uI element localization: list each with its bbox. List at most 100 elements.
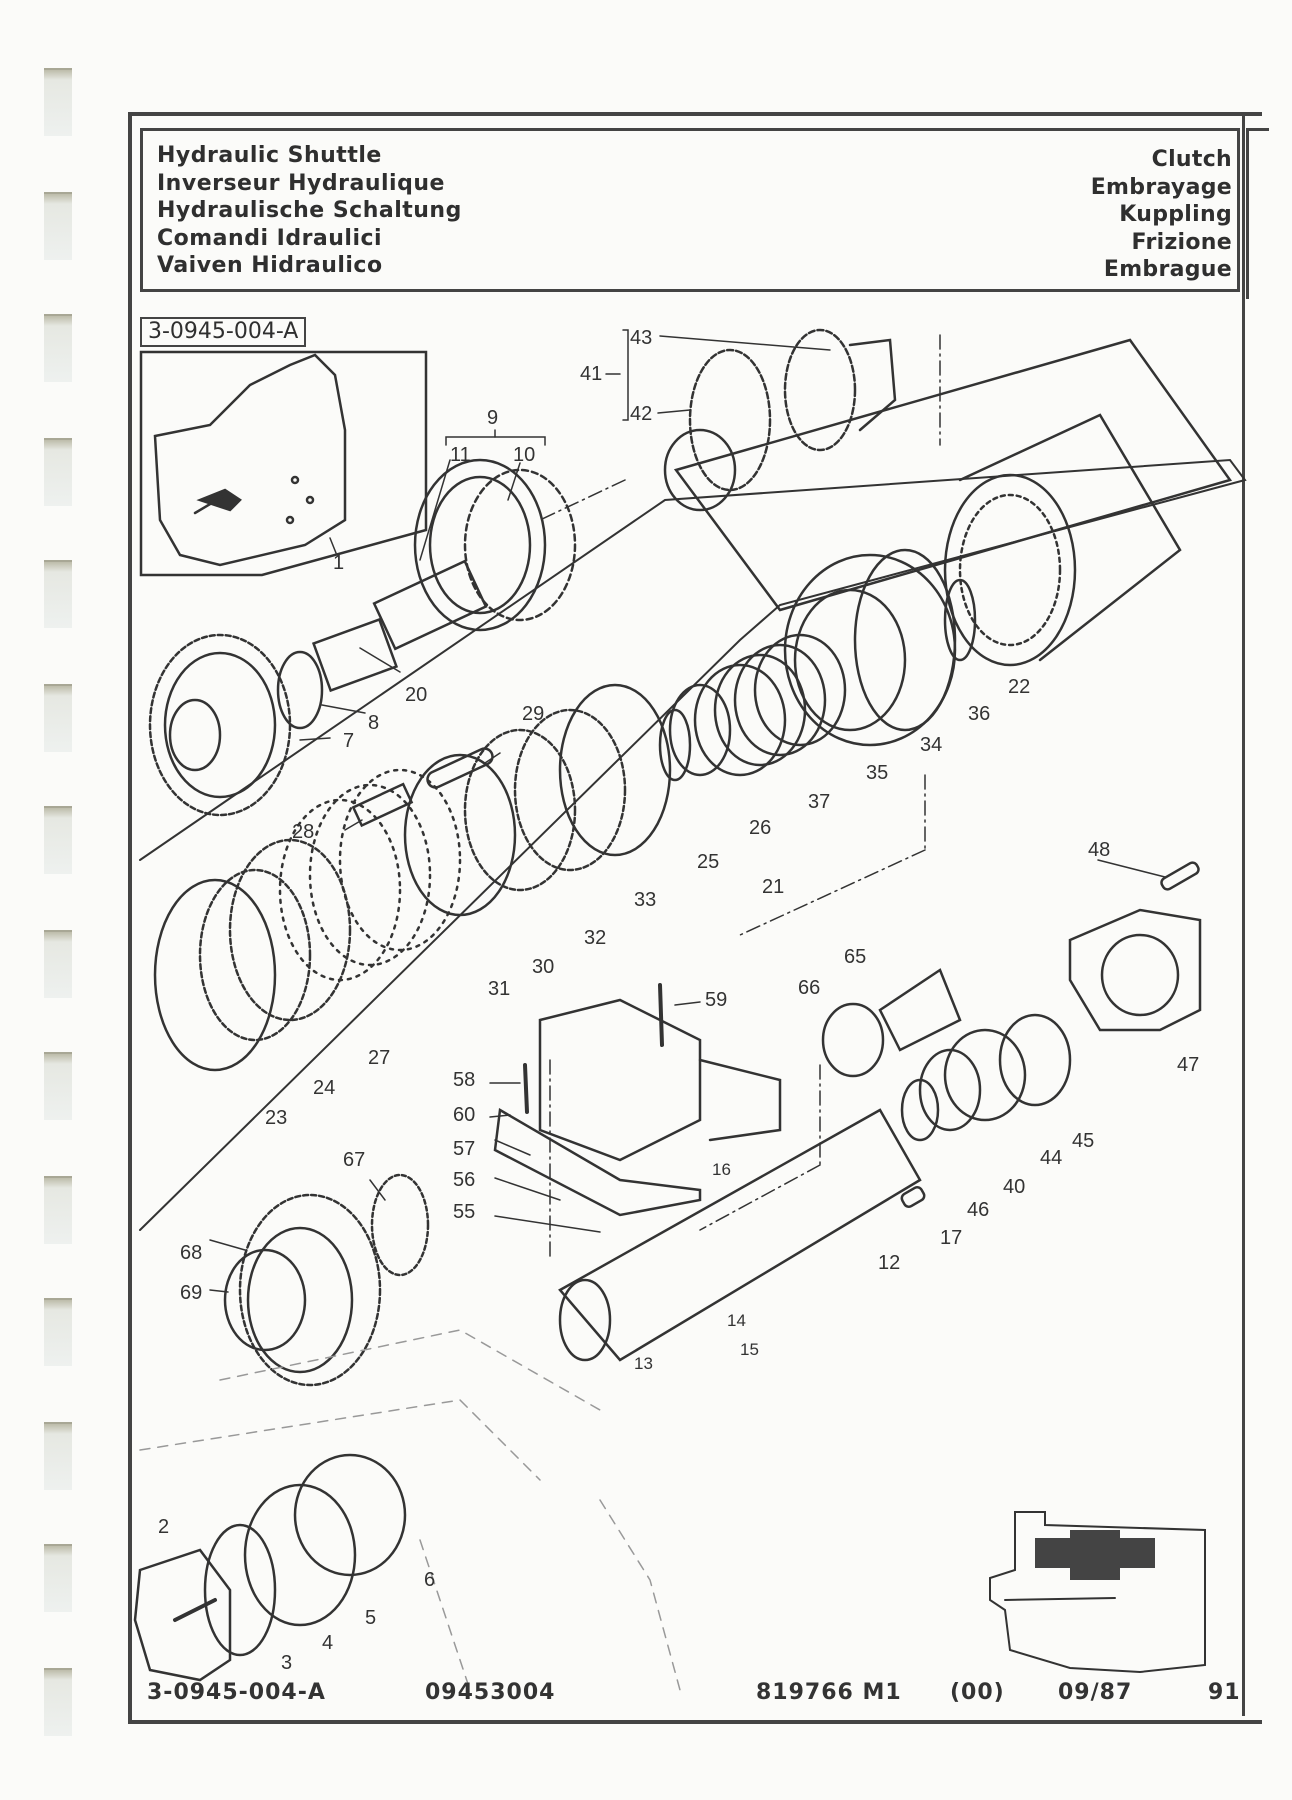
gear-68-icon bbox=[238, 1193, 382, 1387]
callout-42: 42 bbox=[630, 403, 653, 425]
coupler-65-icon bbox=[878, 968, 962, 1052]
centerlines bbox=[539, 334, 941, 1261]
clutch-assembly-enclosure bbox=[139, 458, 1247, 1231]
section-title-en: Hydraulic Shuttle bbox=[157, 143, 382, 168]
callout-59: 59 bbox=[705, 989, 728, 1011]
washer-69-icon bbox=[223, 1248, 307, 1352]
bolt-59-icon bbox=[658, 983, 664, 1047]
clutch-drum-22-icon bbox=[943, 413, 1182, 667]
binding-hole bbox=[44, 1298, 72, 1366]
group-title-de: Kuppling bbox=[1119, 202, 1232, 227]
binding-hole bbox=[44, 438, 72, 506]
section-title-group: Hydraulic Shuttle Inverseur Hydraulique … bbox=[157, 142, 462, 280]
gear-10-icon bbox=[413, 458, 577, 632]
footer-illustration-ref: 3-0945-004-A bbox=[147, 1680, 326, 1705]
binding-hole bbox=[44, 68, 72, 136]
callout-15: 15 bbox=[740, 1340, 759, 1359]
end-cover-icon bbox=[133, 1548, 232, 1682]
callout-69: 69 bbox=[180, 1282, 203, 1304]
callout-7: 7 bbox=[343, 730, 355, 752]
callout-47: 47 bbox=[1177, 1054, 1200, 1076]
ring-40-icon bbox=[918, 1048, 982, 1132]
group-title-es: Embrague bbox=[1103, 257, 1232, 282]
callout-67: 67 bbox=[343, 1149, 366, 1171]
washer-8-icon bbox=[276, 650, 324, 730]
binding-hole bbox=[44, 684, 72, 752]
binding-hole bbox=[44, 560, 72, 628]
gear-67-icon bbox=[370, 1173, 430, 1277]
gear-7-icon bbox=[148, 633, 292, 817]
section-title-it: Comandi Idraulici bbox=[157, 225, 383, 251]
callout-20: 20 bbox=[405, 684, 428, 706]
group-title-fr: Embrayage bbox=[1090, 174, 1232, 200]
callout-3: 3 bbox=[281, 1652, 293, 1674]
piston-35-inner-icon bbox=[793, 588, 907, 732]
pin-29-icon bbox=[426, 747, 494, 789]
seal-66-icon bbox=[821, 1002, 885, 1078]
plate-31-icon bbox=[403, 753, 517, 917]
callout-29: 29 bbox=[522, 703, 545, 725]
footer-publication-number: 819766 M1 bbox=[756, 1680, 902, 1705]
page-frame bbox=[128, 112, 1262, 1724]
callout-41: 41 bbox=[580, 363, 603, 385]
callout-16: 16 bbox=[712, 1160, 731, 1179]
callout-30: 30 bbox=[532, 956, 555, 978]
footer-revision: (00) bbox=[950, 1680, 1005, 1705]
shaft-sleeve-icon bbox=[372, 559, 488, 651]
control-valve-block-icon bbox=[493, 998, 782, 1217]
callout-35: 35 bbox=[866, 762, 889, 784]
callout-43: 43 bbox=[630, 327, 653, 349]
binding-hole bbox=[44, 930, 72, 998]
callout-58: 58 bbox=[453, 1069, 476, 1091]
page-frame-right-rule bbox=[1242, 112, 1245, 1716]
seal-26-icon bbox=[668, 683, 732, 777]
callout-14: 14 bbox=[727, 1311, 746, 1330]
binding-hole bbox=[44, 314, 72, 382]
callout-48: 48 bbox=[1088, 839, 1111, 861]
page-number: 91 bbox=[1208, 1680, 1241, 1705]
group-title-en: Clutch bbox=[1151, 147, 1232, 172]
footer-date: 09/87 bbox=[1058, 1680, 1133, 1705]
bushing-20-icon bbox=[311, 617, 399, 693]
callout-1: 1 bbox=[333, 552, 345, 574]
section-title-de: Hydraulische Schaltung bbox=[157, 198, 462, 223]
callout-40: 40 bbox=[1003, 1176, 1026, 1198]
callout-37: 37 bbox=[808, 791, 831, 813]
clutch-plate-stack-icon bbox=[278, 768, 462, 982]
callout-57: 57 bbox=[453, 1138, 476, 1160]
seal-34-icon bbox=[853, 548, 957, 732]
snap-ring-23-icon bbox=[153, 878, 277, 1072]
callout-55: 55 bbox=[453, 1201, 476, 1223]
snap-ring-icon bbox=[663, 428, 737, 512]
disc-32-icon bbox=[513, 708, 627, 872]
clutch-pack-enclosure bbox=[673, 338, 1233, 612]
binding-hole bbox=[44, 1544, 72, 1612]
bearing-5-icon bbox=[243, 1483, 357, 1627]
gear-42-icon bbox=[688, 328, 897, 492]
callout-6: 6 bbox=[424, 1569, 436, 1591]
callout-36: 36 bbox=[968, 703, 991, 725]
ring-25-icon bbox=[658, 708, 692, 782]
callout-5: 5 bbox=[365, 1607, 377, 1629]
transmission-section-icon bbox=[989, 1511, 1206, 1674]
callout-21: 21 bbox=[762, 876, 785, 898]
binding-hole bbox=[44, 1052, 72, 1120]
callout-32: 32 bbox=[584, 927, 607, 949]
section-title-fr: Inverseur Hydraulique bbox=[157, 170, 445, 196]
spring-28-icon bbox=[351, 782, 414, 828]
callout-44: 44 bbox=[1040, 1147, 1063, 1169]
callout-4: 4 bbox=[322, 1632, 334, 1654]
callout-31: 31 bbox=[488, 978, 511, 1000]
callout-28: 28 bbox=[292, 821, 315, 843]
race-6-icon bbox=[293, 1453, 407, 1577]
footer-drawing-number: 09453004 bbox=[425, 1680, 556, 1705]
callout-66: 66 bbox=[798, 977, 821, 999]
binding-hole bbox=[44, 1176, 72, 1244]
group-title-it: Frizione bbox=[1131, 229, 1232, 255]
gear-68-inner-icon bbox=[246, 1226, 354, 1374]
disc-27-icon bbox=[228, 838, 352, 1022]
disc-24-icon bbox=[198, 868, 312, 1042]
callout-33: 33 bbox=[634, 889, 657, 911]
illustration-reference: 3-0945-004-A bbox=[140, 317, 307, 347]
